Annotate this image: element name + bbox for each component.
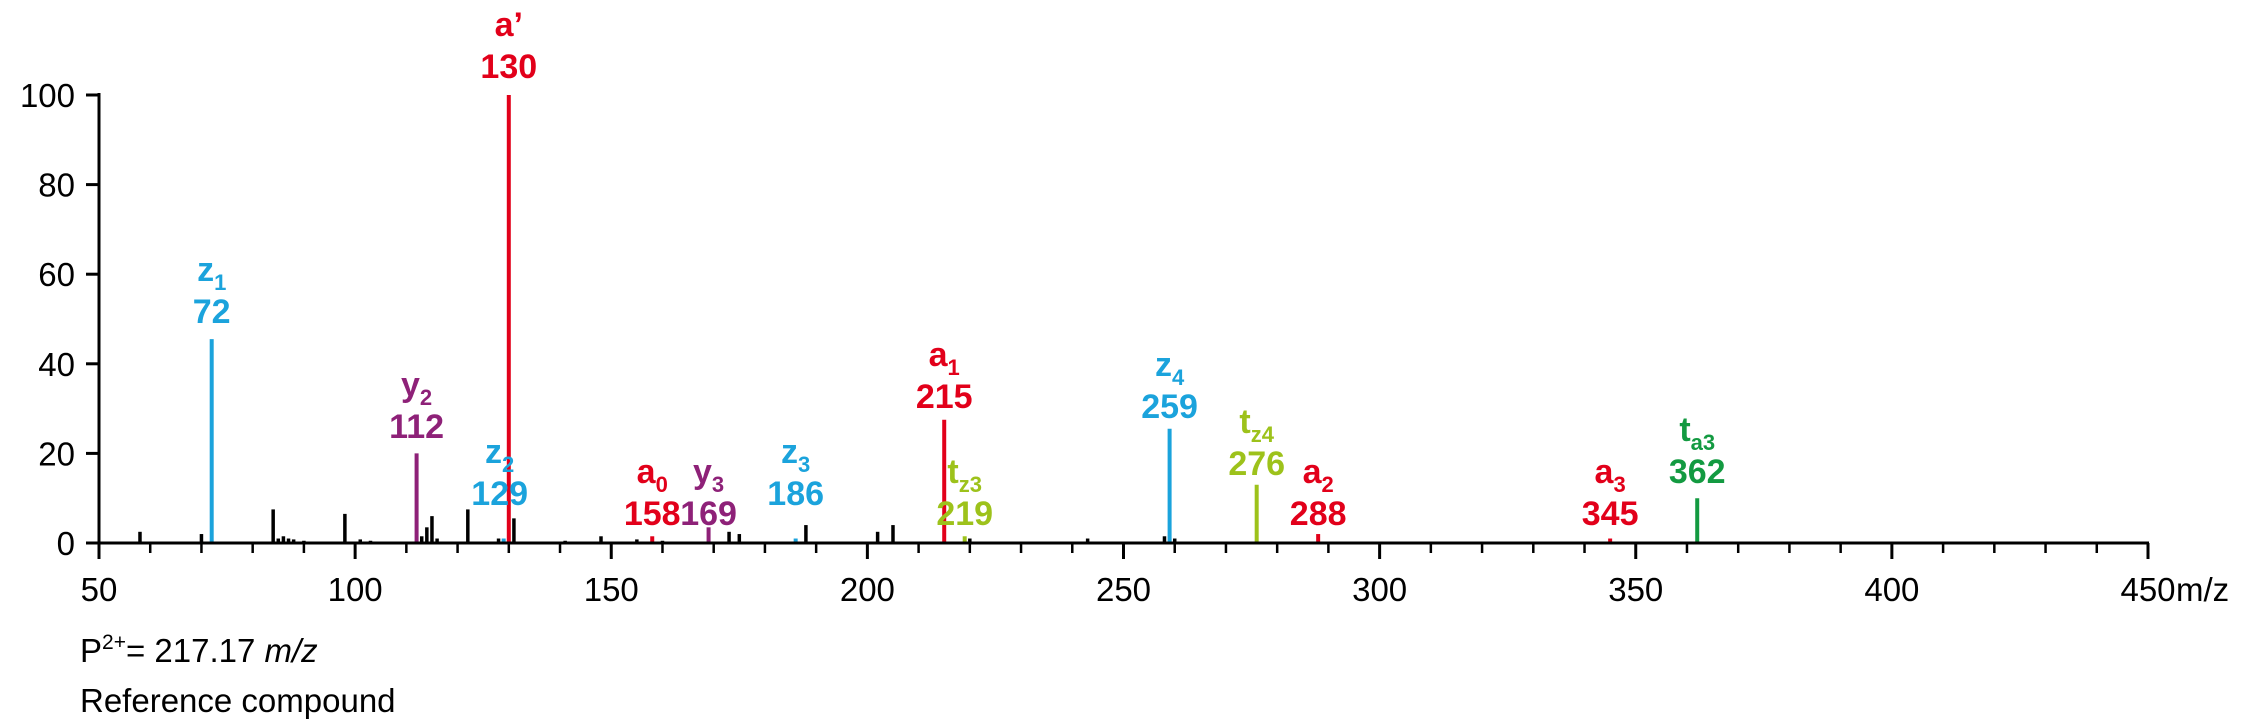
x-tick-label: 400 bbox=[1864, 571, 1919, 608]
peak-mz-label: 259 bbox=[1141, 388, 1198, 426]
peak-mz-label: 276 bbox=[1228, 445, 1285, 483]
peak-ion-label: y3 bbox=[693, 453, 724, 497]
y-tick-label: 80 bbox=[38, 167, 75, 204]
peak-mz-label: 169 bbox=[680, 495, 737, 533]
peak-ion-label: z2 bbox=[485, 433, 514, 477]
peak-mz-label: 158 bbox=[624, 495, 681, 533]
labeled-peaks bbox=[209, 95, 1700, 543]
x-tick-label: 200 bbox=[840, 571, 895, 608]
precursor-value: = 217.17 bbox=[125, 632, 265, 669]
x-tick-label: 300 bbox=[1352, 571, 1407, 608]
peak-mz-label: 362 bbox=[1669, 453, 1726, 491]
caption: Reference compound bbox=[80, 682, 396, 719]
y-tick-label: 40 bbox=[38, 346, 75, 383]
peak-ion-label: a1 bbox=[929, 336, 960, 380]
peak-mz-label: 112 bbox=[389, 408, 444, 446]
peak-ion-label: z1 bbox=[197, 251, 226, 295]
precursor-unit: m/z bbox=[264, 632, 318, 669]
peak-mz-label: 215 bbox=[916, 378, 973, 416]
peak-ion-label: y2 bbox=[401, 366, 432, 410]
precursor-prefix: P bbox=[80, 632, 103, 669]
precursor-note: P2+= 217.17 m/z bbox=[80, 632, 318, 670]
peak-mz-label: 72 bbox=[193, 293, 231, 331]
peak-ion-label: tz3 bbox=[947, 453, 982, 497]
peak-ion-label: z3 bbox=[781, 433, 810, 477]
peak-ion-label: a0 bbox=[637, 453, 668, 497]
x-unit-label: m/z bbox=[2176, 571, 2229, 608]
peak-mz-label: 129 bbox=[471, 475, 528, 513]
peak-ion-label: tz4 bbox=[1239, 403, 1274, 447]
peak-ion-label: a’ bbox=[495, 6, 523, 44]
peak-mz-label: 345 bbox=[1582, 495, 1639, 533]
peak-ion-label: a2 bbox=[1303, 453, 1334, 497]
x-tick-label: 150 bbox=[584, 571, 639, 608]
y-tick-label: 100 bbox=[20, 77, 75, 114]
peak-ion-label: ta3 bbox=[1679, 411, 1715, 455]
y-tick-label: 20 bbox=[38, 435, 75, 472]
x-tick-label: 250 bbox=[1096, 571, 1151, 608]
x-tick-label: 100 bbox=[328, 571, 383, 608]
y-tick-label: 0 bbox=[57, 525, 75, 562]
peak-ion-label: a3 bbox=[1595, 453, 1626, 497]
peak-ion-label: z4 bbox=[1155, 346, 1185, 390]
precursor-charge: 2+ bbox=[102, 631, 126, 654]
peak-mz-label: 186 bbox=[767, 475, 824, 513]
x-tick-label: 450 bbox=[2120, 571, 2175, 608]
peak-mz-label: 130 bbox=[480, 48, 537, 86]
peak-mz-label: 219 bbox=[936, 495, 993, 533]
y-tick-label: 60 bbox=[38, 256, 75, 293]
x-tick-label: 350 bbox=[1608, 571, 1663, 608]
x-tick-label: 50 bbox=[81, 571, 118, 608]
peak-mz-label: 288 bbox=[1290, 495, 1347, 533]
